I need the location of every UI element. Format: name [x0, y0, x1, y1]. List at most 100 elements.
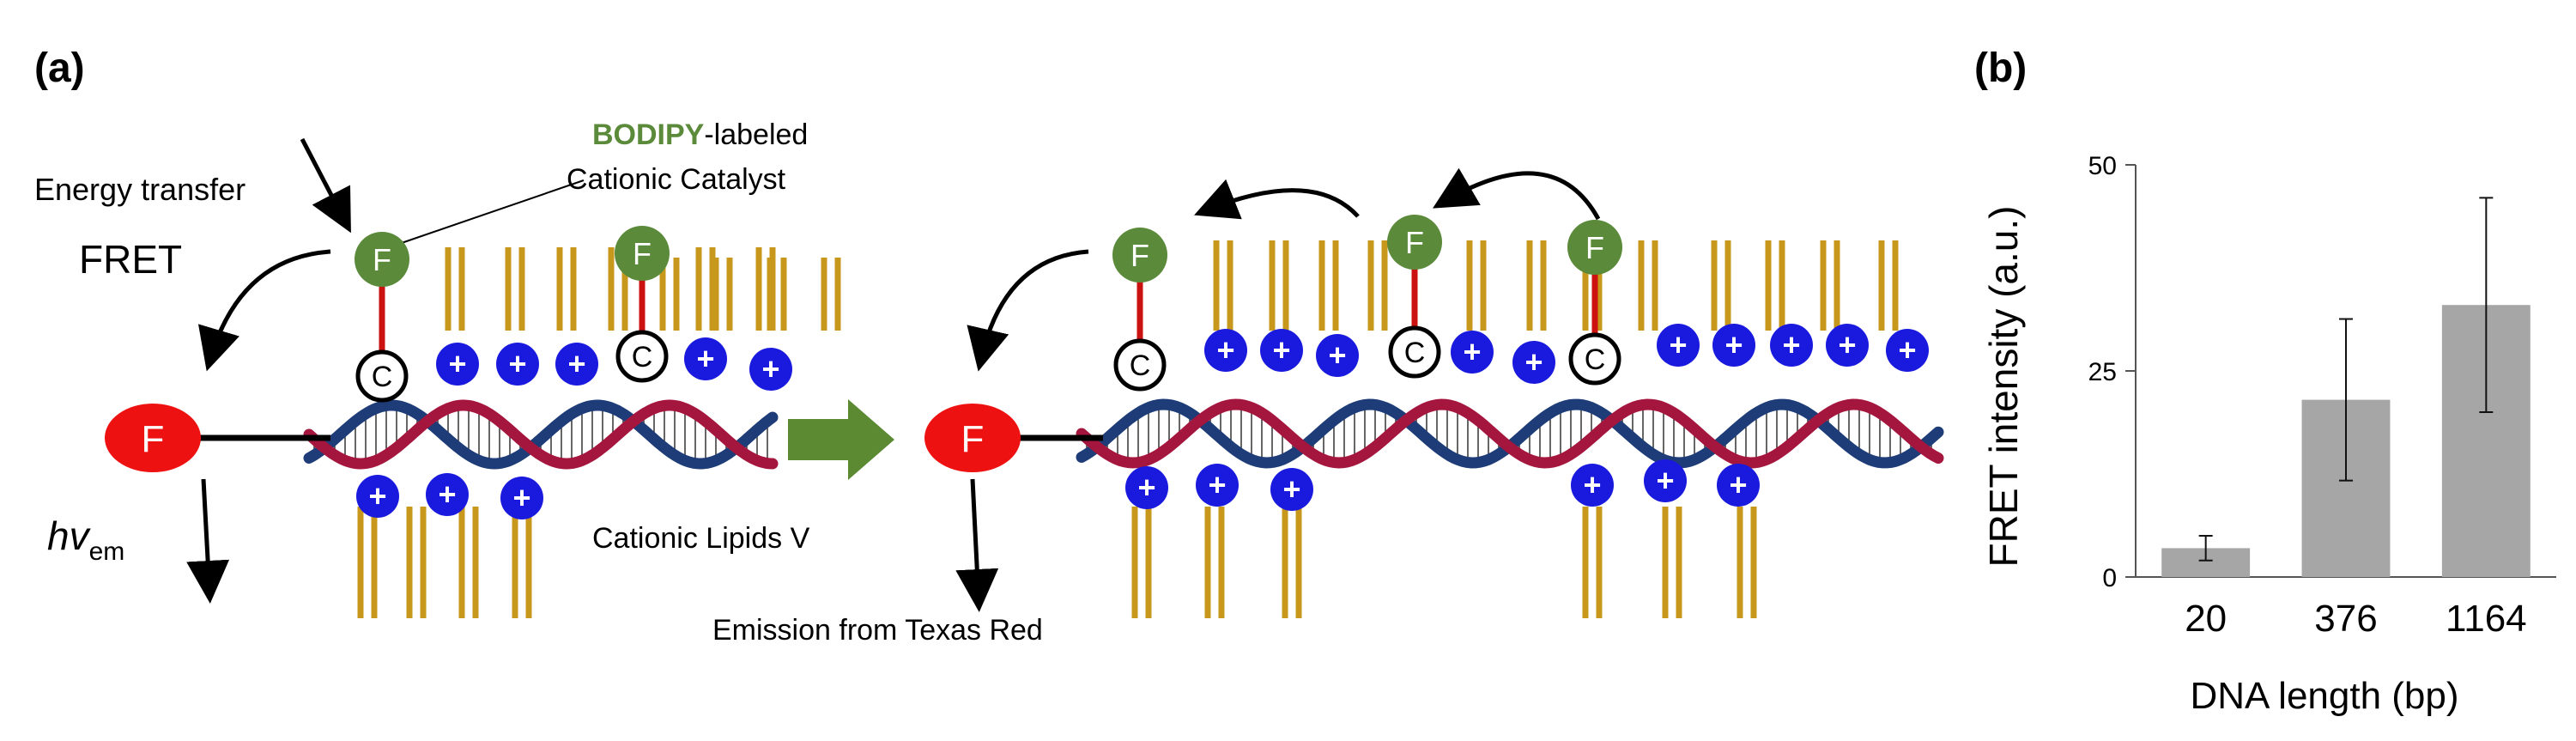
plus-sign: +	[696, 341, 714, 376]
panel-a-label: (a)	[34, 46, 85, 91]
emission-arrow-right	[955, 478, 999, 612]
plus-sign: +	[448, 346, 466, 381]
plus-sign: +	[438, 477, 456, 512]
panel-b-label: (b)	[1974, 46, 2027, 91]
bodipy-circle	[355, 232, 409, 287]
catalyst-pointer-line	[396, 179, 585, 246]
x-tick-label: 20	[2185, 598, 2227, 640]
cation-circle	[496, 343, 539, 386]
cation-circle	[436, 343, 479, 386]
texas-red-letter: F	[142, 418, 165, 460]
catalyst-label-line2: Cationic Catalyst	[567, 163, 786, 196]
texas-red-ellipse	[924, 404, 1021, 472]
cation-circle	[1644, 459, 1687, 502]
plus-sign: +	[1724, 327, 1743, 362]
texas-red-ellipse	[105, 404, 201, 472]
hv-subscript: em	[89, 538, 125, 566]
cation-circle	[749, 348, 792, 391]
cation-circle	[1770, 324, 1813, 367]
plus-sign: +	[1898, 332, 1916, 367]
plus-sign: +	[368, 478, 386, 513]
cation-circle	[1826, 324, 1869, 367]
plus-sign: +	[1583, 467, 1601, 502]
texas-red-letter: F	[961, 418, 985, 460]
cation-circle	[555, 343, 598, 386]
fret-bar-chart: FRET intensity (a.u.) DNA length (bp) 02…	[1981, 152, 2556, 717]
plus-sign: +	[1137, 470, 1155, 505]
y-tick-label: 0	[2102, 564, 2117, 592]
cation-circle	[1712, 324, 1755, 367]
energy-transfer-arrow	[300, 137, 351, 234]
cation-circle	[1125, 466, 1168, 509]
bodipy-letter: F	[1585, 230, 1604, 265]
cation-circle	[500, 477, 543, 519]
plus-sign: +	[1838, 327, 1856, 362]
bodipy-letter: F	[1405, 225, 1424, 260]
dna-strand-blue	[303, 399, 779, 470]
panel-b: (b) FRET intensity (a.u.) DNA length (bp…	[1974, 46, 2556, 717]
cation-circle	[1571, 464, 1614, 507]
cation-circle	[356, 475, 399, 518]
plus-sign: +	[508, 346, 526, 381]
plus-sign: +	[1669, 327, 1687, 362]
catalyst-letter: C	[372, 361, 393, 393]
transfer-arrow-2	[1194, 179, 1360, 220]
transfer-arrow-1	[1433, 167, 1601, 221]
cation-circle	[1316, 334, 1359, 377]
catalyst-circle	[1388, 325, 1441, 379]
plus-sign: +	[1282, 471, 1300, 507]
plus-sign: +	[512, 480, 530, 515]
catalyst-letter: C	[632, 341, 653, 374]
emission-arrow-left	[186, 478, 230, 604]
plus-sign: +	[1328, 337, 1346, 373]
plus-sign: +	[1463, 334, 1481, 369]
cation-circle	[1204, 329, 1247, 372]
x-tick-label: 376	[2314, 598, 2377, 640]
bodipy-circle	[615, 226, 670, 281]
cation-circle	[1886, 329, 1929, 372]
cationic-lipids-label: Cationic Lipids V	[592, 522, 810, 555]
y-axis-title: FRET intensity (a.u.)	[1981, 206, 2026, 568]
bodipy-circle	[1387, 215, 1442, 270]
catalyst-letter: C	[1404, 337, 1426, 369]
catalyst-circle	[355, 349, 409, 403]
x-tick-label: 1164	[2446, 598, 2527, 640]
catalyst-circle	[615, 330, 669, 383]
bodipy-circle	[1112, 228, 1167, 282]
bodipy-word: BODIPY	[592, 118, 705, 151]
plus-sign: +	[1656, 463, 1674, 498]
catalyst-circle	[1113, 338, 1167, 392]
plus-sign: +	[761, 351, 779, 386]
cation-circle	[1451, 331, 1494, 374]
cation-circle	[426, 473, 469, 516]
energy-transfer-label: Energy transfer	[34, 172, 245, 207]
y-tick-label: 25	[2088, 358, 2117, 386]
hv-label: hvem	[47, 513, 124, 566]
plus-sign: +	[567, 346, 585, 381]
cation-circle	[1717, 464, 1760, 507]
catalyst-label-line1: BODIPY-labeled	[592, 118, 808, 151]
plus-sign: +	[1782, 327, 1800, 362]
hv-main: hv	[47, 513, 92, 558]
emission-label: Emission from Texas Red	[712, 614, 1043, 647]
catalyst-letter: C	[1130, 349, 1151, 382]
cation-circle	[1512, 341, 1555, 384]
cation-circle	[1260, 329, 1303, 372]
bodipy-letter: F	[1130, 238, 1149, 273]
labeled-suffix: -labeled	[704, 118, 808, 151]
dna-strand-red	[1076, 398, 1944, 469]
y-tick-label: 50	[2088, 152, 2117, 180]
cation-circle	[1270, 468, 1313, 511]
dna-strand-red	[303, 399, 779, 470]
bodipy-circle	[1567, 220, 1622, 275]
bodipy-letter: F	[633, 236, 652, 271]
plus-sign: +	[1208, 467, 1226, 502]
cation-circle	[684, 337, 727, 380]
bodipy-letter: F	[373, 242, 391, 277]
plus-sign: +	[1729, 467, 1747, 502]
transition-arrow	[788, 399, 894, 480]
fret-curved-arrow-left	[198, 249, 331, 372]
cation-circle	[1196, 464, 1239, 507]
